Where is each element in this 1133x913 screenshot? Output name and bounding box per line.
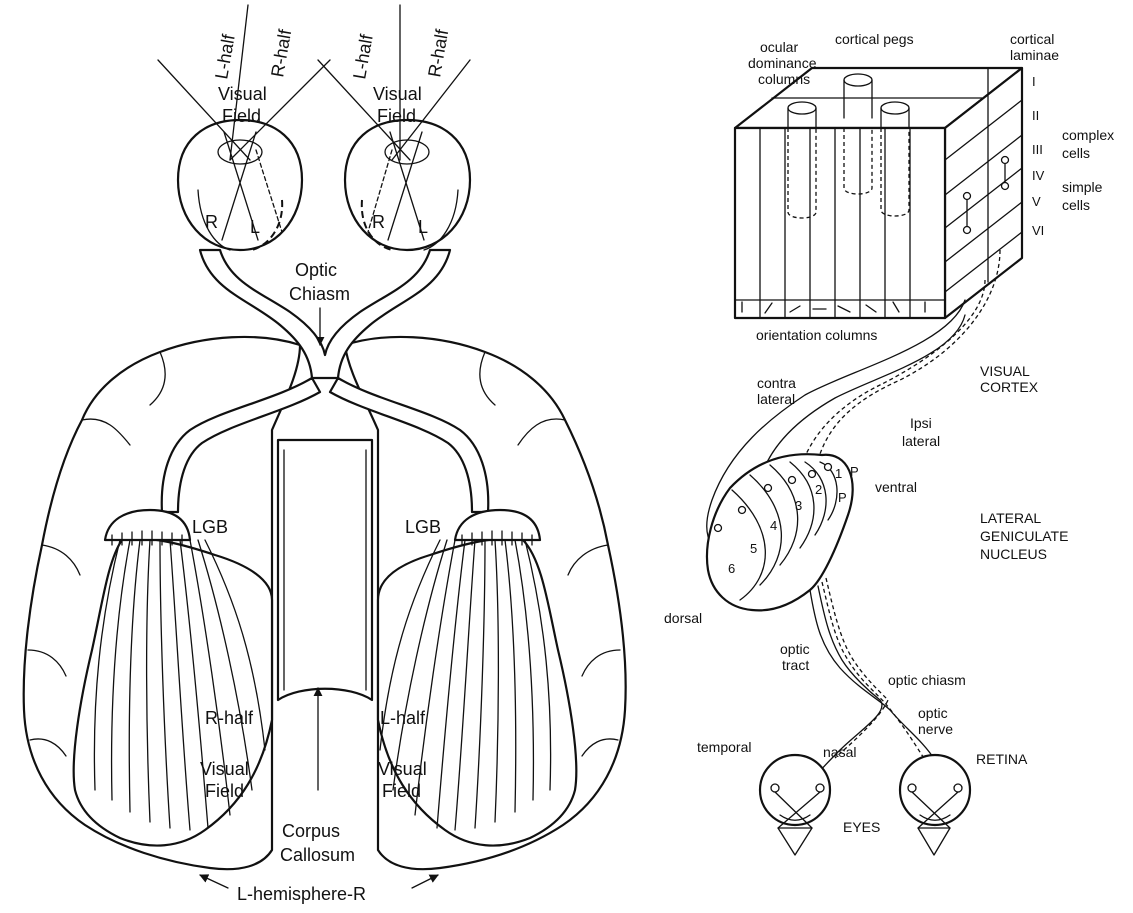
left-lgb-label: LGB	[192, 517, 228, 537]
optic-nerve-label-2: nerve	[918, 721, 953, 737]
left-cortex-field-label: Field	[205, 781, 244, 801]
right-retina-l-label: L	[418, 217, 428, 237]
visual-cortex-label-1: VISUAL	[980, 363, 1030, 379]
ocular-label-2: dominance	[748, 55, 817, 71]
right-cortex-visual-label: Visual	[378, 759, 427, 779]
nasal-label: nasal	[823, 744, 856, 760]
simple-label-2: cells	[1062, 197, 1090, 213]
lgn-layer-2: 2	[815, 482, 822, 497]
lgn-label-2: GENICULATE	[980, 528, 1068, 544]
left-brain-panel: L-half R-half L-half R-half Visual Field…	[24, 5, 626, 904]
ipsi-label-1: Ipsi	[910, 415, 932, 431]
optic-chiasm-label-1: Optic	[295, 260, 337, 280]
left-eye-l-half-label: L-half	[211, 32, 239, 81]
right-eye-visual-label: Visual	[373, 84, 422, 104]
corpus-callosum-band	[278, 440, 372, 700]
hemisphere-label: L-hemisphere-R	[237, 884, 366, 904]
left-cortex-half-label: R-half	[205, 708, 254, 728]
lamina-ii: II	[1032, 108, 1039, 123]
visual-cortex-label-2: CORTEX	[980, 379, 1039, 395]
lgn-p-mark-2: P	[838, 490, 847, 505]
right-lgb-label: LGB	[405, 517, 441, 537]
right-eye-field-label: Field	[377, 106, 416, 126]
left-retina-l-label: L	[250, 217, 260, 237]
right-cortex-panel: cortical pegs ocular dominance columns c…	[664, 31, 1114, 855]
lgn-layer-1: 1	[835, 466, 842, 481]
lamina-iii: III	[1032, 142, 1043, 157]
left-eye-r-half-label: R-half	[267, 27, 295, 79]
lgn-layer-3: 3	[795, 498, 802, 513]
ipsi-label-2: lateral	[902, 433, 940, 449]
lamina-v: V	[1032, 194, 1041, 209]
optic-chiasm-label: optic chiasm	[888, 672, 966, 688]
right-cortex-half-label: L-half	[380, 708, 426, 728]
lgn-label-1: LATERAL	[980, 510, 1041, 526]
cortex-block-front	[735, 128, 945, 318]
dorsal-label: dorsal	[664, 610, 702, 626]
laminae-label-2: laminae	[1010, 47, 1059, 63]
ocular-label-3: columns	[758, 71, 810, 87]
right-cortex-field-label: Field	[382, 781, 421, 801]
lgn-layer-6: 6	[728, 561, 735, 576]
optic-tract-label-2: tract	[782, 657, 809, 673]
callosum-label: Callosum	[280, 845, 355, 865]
lamina-vi: VI	[1032, 223, 1044, 238]
left-eye-field-label: Field	[222, 106, 261, 126]
left-eye-visual-label: Visual	[218, 84, 267, 104]
right-eye-l-half-label: L-half	[349, 32, 377, 81]
corpus-label: Corpus	[282, 821, 340, 841]
lamina-i: I	[1032, 74, 1036, 89]
complex-label-2: cells	[1062, 145, 1090, 161]
cortical-pegs-label: cortical pegs	[835, 31, 914, 47]
left-cortex-visual-label: Visual	[200, 759, 249, 779]
right-eye-r-half-label: R-half	[424, 27, 452, 79]
retina-eye-left	[760, 755, 830, 855]
optic-tract-label-1: optic	[780, 641, 810, 657]
lgn-layer-5: 5	[750, 541, 757, 556]
contra-label-2: lateral	[757, 391, 795, 407]
optic-nerve-label-1: optic	[918, 705, 948, 721]
lgn-p-mark-1: P	[850, 464, 859, 479]
retina-eye-right	[900, 755, 970, 855]
lgn-outline	[707, 454, 853, 610]
ocular-label-1: ocular	[760, 39, 798, 55]
simple-label-1: simple	[1062, 179, 1103, 195]
orientation-columns-label: orientation columns	[756, 327, 877, 343]
contra-label-1: contra	[757, 375, 796, 391]
temporal-label: temporal	[697, 739, 751, 755]
eyes-label: EYES	[843, 819, 880, 835]
left-retina-r-label: R	[205, 212, 218, 232]
lamina-iv: IV	[1032, 168, 1045, 183]
complex-label-1: complex	[1062, 127, 1114, 143]
ventral-label: ventral	[875, 479, 917, 495]
right-retina-r-label: R	[372, 212, 385, 232]
laminae-label-1: cortical	[1010, 31, 1054, 47]
lgn-layer-4: 4	[770, 518, 777, 533]
optic-chiasm-label-2: Chiasm	[289, 284, 350, 304]
left-eye	[178, 120, 302, 250]
retina-label: RETINA	[976, 751, 1028, 767]
lgn-label-3: NUCLEUS	[980, 546, 1047, 562]
